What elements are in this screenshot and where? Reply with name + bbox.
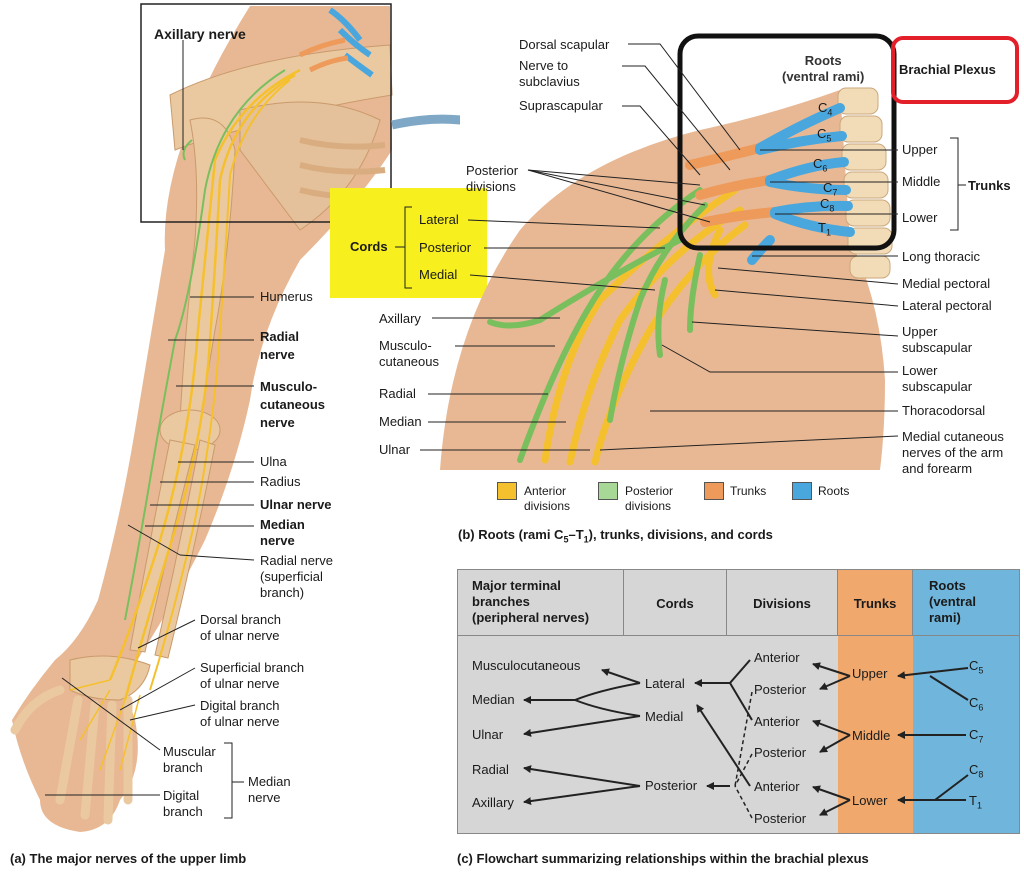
root-c5: C5: [969, 658, 984, 676]
thoracodorsal-label: Thoracodorsal: [902, 403, 986, 418]
trunk-middle: Middle: [852, 728, 891, 743]
radius-label: Radius: [260, 474, 301, 489]
musculocutaneous-nerve-label: Musculo- cutaneous nerve: [260, 379, 326, 430]
panel-b-caption: (b) Roots (rami C5–T1), trunks, division…: [458, 527, 773, 545]
root-c8: C8: [969, 762, 984, 780]
panel-c-caption: (c) Flowchart summarizing relationships …: [457, 851, 869, 866]
roots-ventral-rami-label: Roots (ventral rami): [782, 53, 865, 84]
vertebra-c8: C8: [820, 196, 835, 214]
upper-trunk-label: Upper: [902, 142, 938, 157]
dorsal-scapular-label: Dorsal scapular: [519, 37, 610, 52]
header-cords: Cords: [624, 570, 727, 636]
lateral-pectoral-label: Lateral pectoral: [902, 298, 992, 313]
vertebra-c4: C4: [818, 100, 833, 118]
division-lower-anterior: Anterior: [754, 779, 800, 794]
medial-pectoral-label: Medial pectoral: [902, 276, 991, 291]
header-terminal-branches: Major terminal branches (peripheral nerv…: [458, 570, 624, 636]
lower-subscapular-label: Lower subscapular: [902, 363, 973, 394]
terminal-axillary: Axillary: [472, 795, 514, 810]
radial-label: Radial: [379, 386, 416, 401]
flowchart-roots-column: [913, 570, 1019, 833]
legend-posterior-label: Posterior divisions: [625, 484, 674, 513]
shoulder-inset-frame: [140, 3, 392, 223]
radial-nerve-label: Radial nerve: [260, 329, 300, 362]
vertebra-t1: T1: [818, 220, 831, 238]
brachial-plexus-illustration: [330, 33, 1019, 470]
median-label: Median: [379, 414, 422, 429]
cord-posterior: Posterior: [645, 778, 698, 793]
brachial-plexus-box: [891, 36, 1019, 104]
division-upper-posterior: Posterior: [754, 682, 807, 697]
posterior-divisions-label: Posterior divisions: [466, 163, 519, 194]
middle-trunk-label: Middle: [902, 174, 941, 189]
median-nerve-label: Median nerve: [260, 517, 305, 548]
vertebra-c7: C7: [823, 180, 838, 198]
trunk-upper: Upper: [852, 666, 888, 681]
vertebra-c6: C6: [813, 156, 828, 174]
digital-branch-label: Digital branch: [163, 788, 203, 819]
root-t1: T1: [969, 793, 982, 811]
digital-branch-ulnar-label: Digital branch of ulnar nerve: [200, 698, 280, 729]
cord-medial: Medial: [645, 709, 684, 724]
vertebra-c5: C5: [817, 126, 832, 144]
flowchart-trunks-column: [838, 570, 913, 833]
legend-trunks-label: Trunks: [730, 484, 767, 498]
axillary-label: Axillary: [379, 311, 421, 326]
division-middle-posterior: Posterior: [754, 745, 807, 760]
ulnar-nerve-label: Ulnar nerve: [260, 497, 332, 512]
dorsal-branch-ulnar-label: Dorsal branch of ulnar nerve: [200, 612, 281, 643]
terminal-median: Median: [472, 692, 515, 707]
posterior-cord-label: Posterior: [419, 240, 472, 255]
flowchart-arrows: [523, 659, 969, 819]
trunks-label: Trunks: [968, 178, 1011, 193]
legend-anterior-label: Anterior divisions: [524, 484, 571, 513]
root-c6: C6: [969, 695, 984, 713]
legend-posterior-swatch: [598, 482, 618, 500]
lower-trunk-label: Lower: [902, 210, 938, 225]
muscular-branch-label: Muscular branch: [163, 744, 216, 775]
ulnar-label: Ulnar: [379, 442, 411, 457]
panel-a-caption: (a) The major nerves of the upper limb: [10, 851, 247, 866]
legend-roots-swatch: [792, 482, 812, 500]
zoom-arrow: [391, 114, 460, 130]
cord-lateral: Lateral: [645, 676, 685, 691]
humerus-label: Humerus: [260, 289, 313, 304]
trunk-lower: Lower: [852, 793, 888, 808]
medial-cord-label: Medial: [419, 267, 458, 282]
legend-anterior-swatch: [497, 482, 517, 500]
terminal-radial: Radial: [472, 762, 509, 777]
suprascapular-label: Suprascapular: [519, 98, 603, 113]
terminal-musculocutaneous: Musculocutaneous: [472, 658, 581, 673]
long-thoracic-label: Long thoracic: [902, 249, 981, 264]
legend-trunks-swatch: [704, 482, 724, 500]
upper-limb-illustration: [10, 3, 460, 832]
terminal-ulnar: Ulnar: [472, 727, 504, 742]
musculocutaneous-label: Musculo- cutaneous: [379, 338, 439, 369]
legend-roots-label: Roots: [818, 484, 850, 498]
cords-label: Cords: [350, 239, 388, 254]
radial-superficial-branch-label: Radial nerve (superficial branch): [260, 553, 333, 600]
header-divisions: Divisions: [727, 570, 837, 636]
header-trunks: Trunks: [837, 570, 912, 636]
medial-cutaneous-label: Medial cutaneous nerves of the arm and f…: [902, 429, 1004, 476]
division-lower-posterior: Posterior: [754, 811, 807, 826]
axillary-nerve-inset-label: Axillary nerve: [154, 26, 246, 42]
flowchart-frame: [457, 569, 1020, 834]
root-c7: C7: [969, 727, 984, 745]
upper-subscapular-label: Upper subscapular: [902, 324, 973, 355]
division-upper-anterior: Anterior: [754, 650, 800, 665]
roots-highlight-box: [677, 33, 897, 251]
division-middle-anterior: Anterior: [754, 714, 800, 729]
brachial-plexus-title: Brachial Plexus: [899, 62, 996, 77]
flowchart-grey-area: [458, 570, 838, 833]
lateral-cord-label: Lateral: [419, 212, 459, 227]
cords-highlight: [330, 188, 487, 298]
superficial-branch-ulnar-label: Superficial branch of ulnar nerve: [200, 660, 305, 691]
nerve-to-subclavius-label: Nerve to subclavius: [519, 58, 580, 89]
ulna-label: Ulna: [260, 454, 287, 469]
header-roots: Roots (ventral rami): [912, 570, 1019, 636]
median-nerve-group-label: Median nerve: [248, 774, 291, 805]
